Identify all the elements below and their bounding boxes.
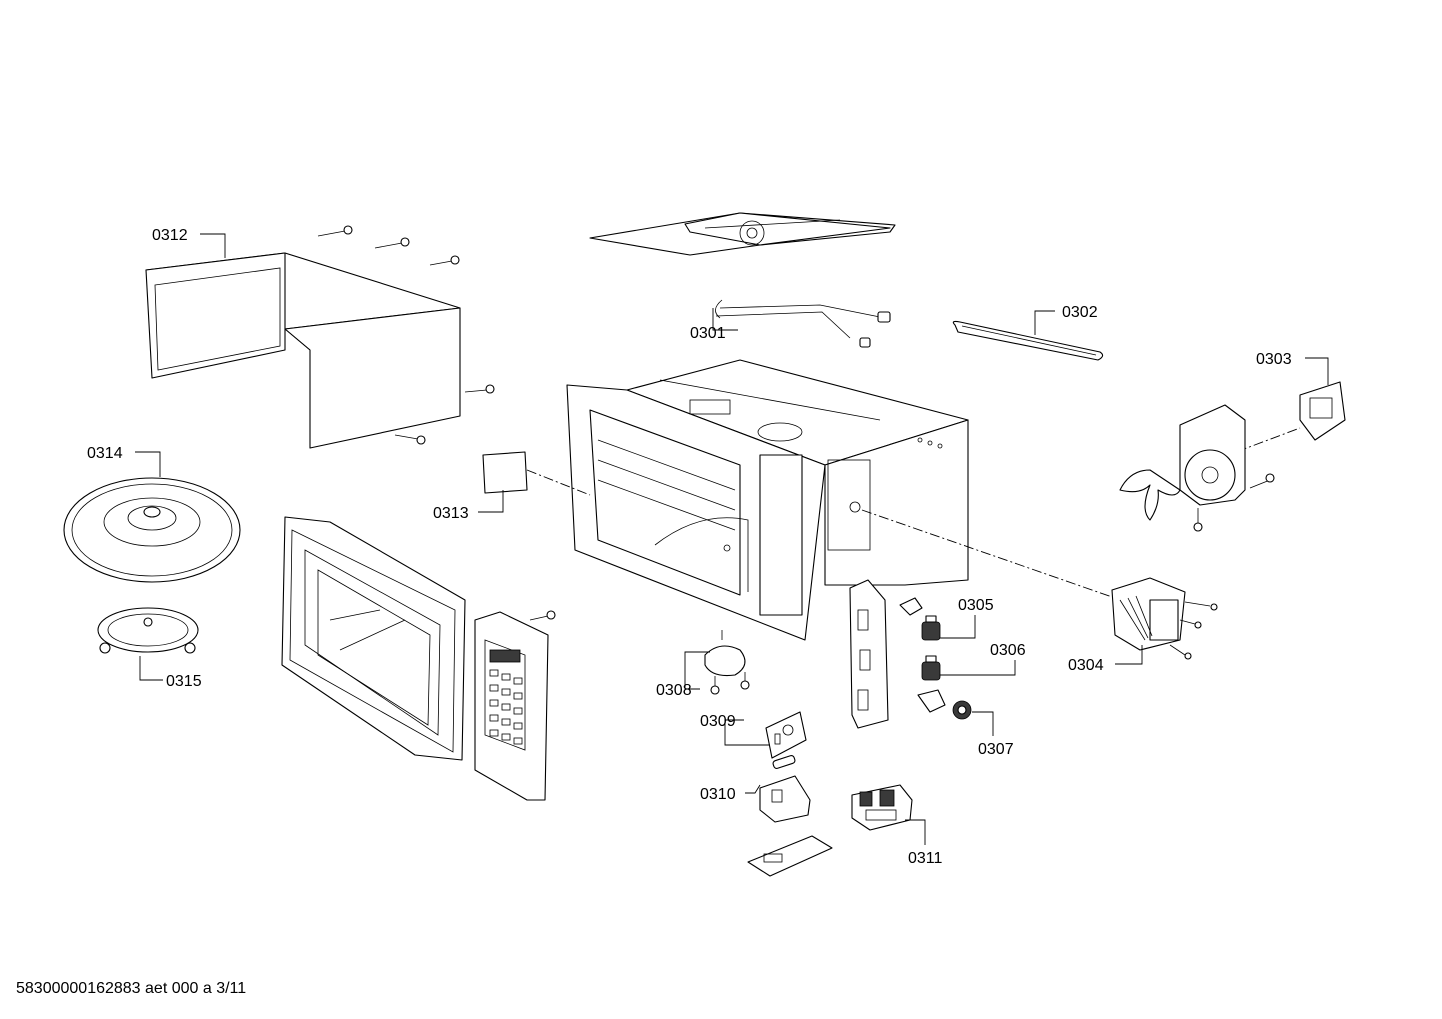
callout-0307: 0307 bbox=[978, 741, 1014, 758]
callout-0309: 0309 bbox=[700, 713, 736, 730]
callout-0308: 0308 bbox=[656, 682, 692, 699]
callout-0303: 0303 bbox=[1256, 351, 1292, 368]
callout-labels: 0312 0301 0302 0303 0314 0313 0305 0306 … bbox=[87, 227, 1292, 867]
assembly-axis-line bbox=[861, 509, 1116, 599]
keypad-buttons bbox=[489, 649, 523, 745]
door-part bbox=[281, 516, 466, 761]
waveguide-cover-part bbox=[482, 451, 591, 496]
callout-0304: 0304 bbox=[1068, 657, 1104, 674]
callout-0314: 0314 bbox=[87, 445, 123, 462]
callout-0312: 0312 bbox=[152, 227, 188, 244]
interlock-bracket-part bbox=[849, 579, 923, 729]
roller-ring-part bbox=[97, 607, 199, 654]
thermostat-part bbox=[704, 630, 750, 695]
heating-element-part bbox=[715, 299, 891, 348]
top-plate-part bbox=[589, 212, 896, 256]
document-id-footer: 58300000162883 aet 000 a 3/11 bbox=[16, 980, 247, 997]
screw-icon bbox=[317, 225, 495, 445]
door-seal-part bbox=[952, 320, 1104, 361]
fan-assembly-part bbox=[1119, 381, 1346, 532]
microswitch-part bbox=[921, 655, 941, 681]
fuse-holder-part bbox=[747, 755, 833, 877]
turntable-plate-part bbox=[63, 477, 241, 583]
relay-board-part bbox=[851, 784, 913, 831]
callout-0315: 0315 bbox=[166, 673, 202, 690]
callout-0310: 0310 bbox=[700, 786, 736, 803]
callout-0302: 0302 bbox=[1062, 304, 1098, 321]
transformer-part bbox=[1111, 577, 1218, 660]
callout-0306: 0306 bbox=[990, 642, 1026, 659]
callout-0301: 0301 bbox=[690, 325, 726, 342]
control-panel-part bbox=[474, 610, 556, 801]
microswitch-part bbox=[917, 689, 972, 720]
leader-lines bbox=[135, 233, 1329, 845]
oven-cavity-part bbox=[566, 359, 969, 641]
microswitch-part bbox=[921, 615, 941, 641]
callout-0313: 0313 bbox=[433, 505, 469, 522]
outer-cover-part bbox=[145, 225, 495, 449]
callout-0305: 0305 bbox=[958, 597, 994, 614]
label-plate-part bbox=[765, 711, 807, 759]
callout-0311: 0311 bbox=[908, 850, 943, 867]
